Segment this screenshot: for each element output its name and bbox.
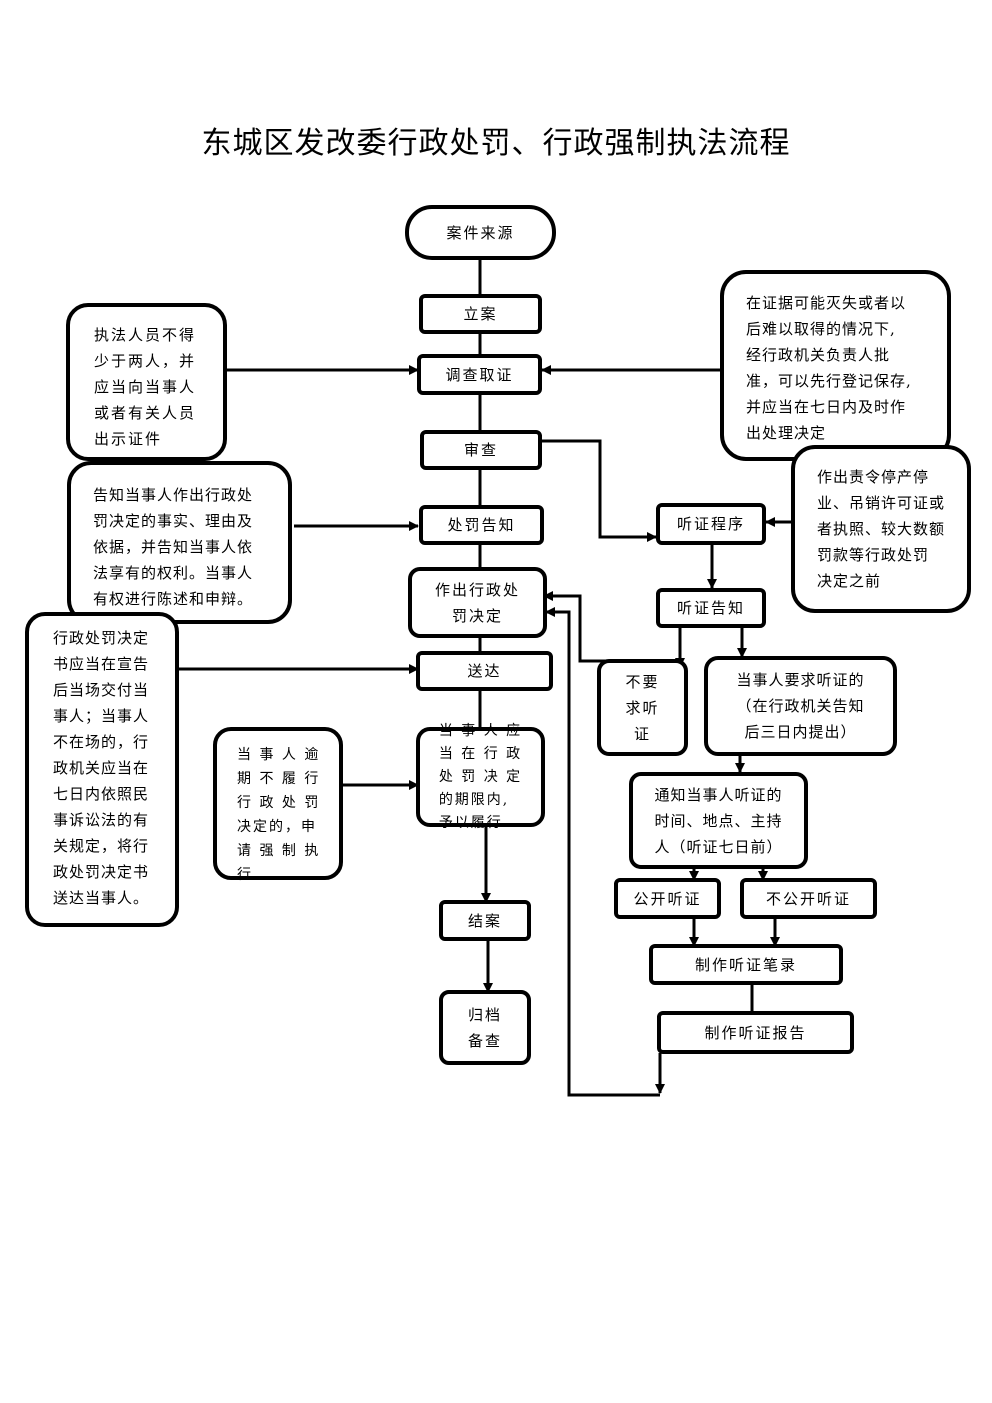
investigate-label: 调查取证	[445, 365, 514, 384]
evidence-preservation-note: 在证据可能灭失或者以 后难以取得的情况下, 经行政机关负责人批 准，可以先行登记…	[720, 270, 951, 461]
review-label: 审查	[463, 441, 498, 459]
hearing-record-node: 制作听证笔录	[649, 944, 843, 985]
no-hearing-label: 不要 求听 证	[625, 672, 660, 743]
close-case-label: 结案	[467, 911, 502, 930]
page-title: 东城区发改委行政处罚、行政强制执法流程	[201, 126, 791, 161]
enforcement-note: 当 事 人 逾 期 不 履 行 行 政 处 罚 决定的，申 请 强 制 执 行	[213, 727, 343, 883]
non-public-hearing-node: 不公开听证	[740, 878, 877, 919]
inform-rights-note: 告知当事人作出行政处 罚决定的事实、理由及 依据，并告知当事人依 法享有的权利。…	[67, 461, 292, 624]
penalty-notice-label: 处罚告知	[447, 516, 516, 534]
public-hearing-label: 公开听证	[633, 889, 702, 908]
hearing-record-label: 制作听证笔录	[694, 955, 797, 974]
fulfill-label: 当 事 人 应 当 在 行 政 处 罚 决 定 的期限内, 予以履行	[438, 722, 523, 831]
connector-review-to-hearing	[542, 439, 657, 542]
inform-rights-text: 告知当事人作出行政处 罚决定的事实、理由及 依据，并告知当事人依 法享有的权利。…	[93, 486, 254, 608]
connector-return-loop	[545, 607, 660, 1097]
officers-note-text: 执法人员不得 少于两人，并 应当向当事人 或者有关人员 出示证件	[94, 326, 197, 448]
review-node: 审查	[420, 430, 542, 470]
hearing-notice-node: 听证告知	[656, 588, 766, 628]
penalty-decision-label: 作出行政处 罚决定	[434, 580, 520, 625]
delivery-node: 送达	[416, 651, 553, 691]
delivery-rule-text: 行政处罚决定 书应当在宣告 后当场交付当 事人；当事人 不在场的，行 政机关应当…	[53, 629, 150, 907]
archive-label: 归档 备查	[467, 1005, 502, 1050]
evidence-preservation-text: 在证据可能灭失或者以 后难以取得的情况下, 经行政机关负责人批 准，可以先行登记…	[746, 294, 912, 442]
case-source-label: 案件来源	[446, 223, 515, 242]
delivery-rule-note: 行政处罚决定 书应当在宣告 后当场交付当 事人；当事人 不在场的，行 政机关应当…	[25, 612, 179, 927]
close-case-node: 结案	[439, 900, 531, 941]
hearing-notice-label: 听证告知	[676, 599, 745, 617]
case-source-node: 案件来源	[405, 205, 556, 260]
notify-hearing-label: 通知当事人听证的 时间、地点、主持 人（听证七日前）	[654, 785, 783, 856]
delivery-label: 送达	[467, 662, 502, 680]
hearing-scope-note: 作出责令停产停 业、吊销许可证或 者执照、较大数额 罚款等行政处罚 决定之前	[791, 445, 971, 613]
file-case-node: 立案	[419, 294, 542, 334]
enforcement-text: 当 事 人 逾 期 不 履 行 行 政 处 罚 决定的，申 请 强 制 执 行	[237, 747, 321, 883]
officers-note: 执法人员不得 少于两人，并 应当向当事人 或者有关人员 出示证件	[66, 303, 227, 461]
archive-node: 归档 备查	[439, 990, 531, 1065]
hearing-scope-text: 作出责令停产停 业、吊销许可证或 者执照、较大数额 罚款等行政处罚 决定之前	[817, 468, 946, 590]
hearing-procedure-label: 听证程序	[676, 515, 745, 533]
request-hearing-node: 当事人要求听证的 （在行政机关告知 后三日内提出）	[704, 656, 897, 756]
request-hearing-label: 当事人要求听证的 （在行政机关告知 后三日内提出）	[736, 671, 865, 741]
hearing-report-label: 制作听证报告	[704, 1023, 807, 1042]
no-hearing-node: 不要 求听 证	[597, 659, 688, 756]
non-public-hearing-label: 不公开听证	[765, 889, 851, 908]
file-case-label: 立案	[463, 305, 498, 323]
penalty-notice-node: 处罚告知	[419, 505, 544, 545]
investigate-node: 调查取证	[417, 354, 542, 395]
connector-no-hearing-to-decision	[543, 591, 620, 663]
fulfill-node: 当 事 人 应 当 在 行 政 处 罚 决 定 的期限内, 予以履行	[416, 723, 545, 831]
public-hearing-node: 公开听证	[614, 878, 721, 919]
hearing-procedure-node: 听证程序	[656, 503, 766, 545]
notify-hearing-node: 通知当事人听证的 时间、地点、主持 人（听证七日前）	[629, 772, 808, 869]
hearing-report-node: 制作听证报告	[657, 1011, 854, 1054]
penalty-decision-node: 作出行政处 罚决定	[408, 567, 547, 638]
